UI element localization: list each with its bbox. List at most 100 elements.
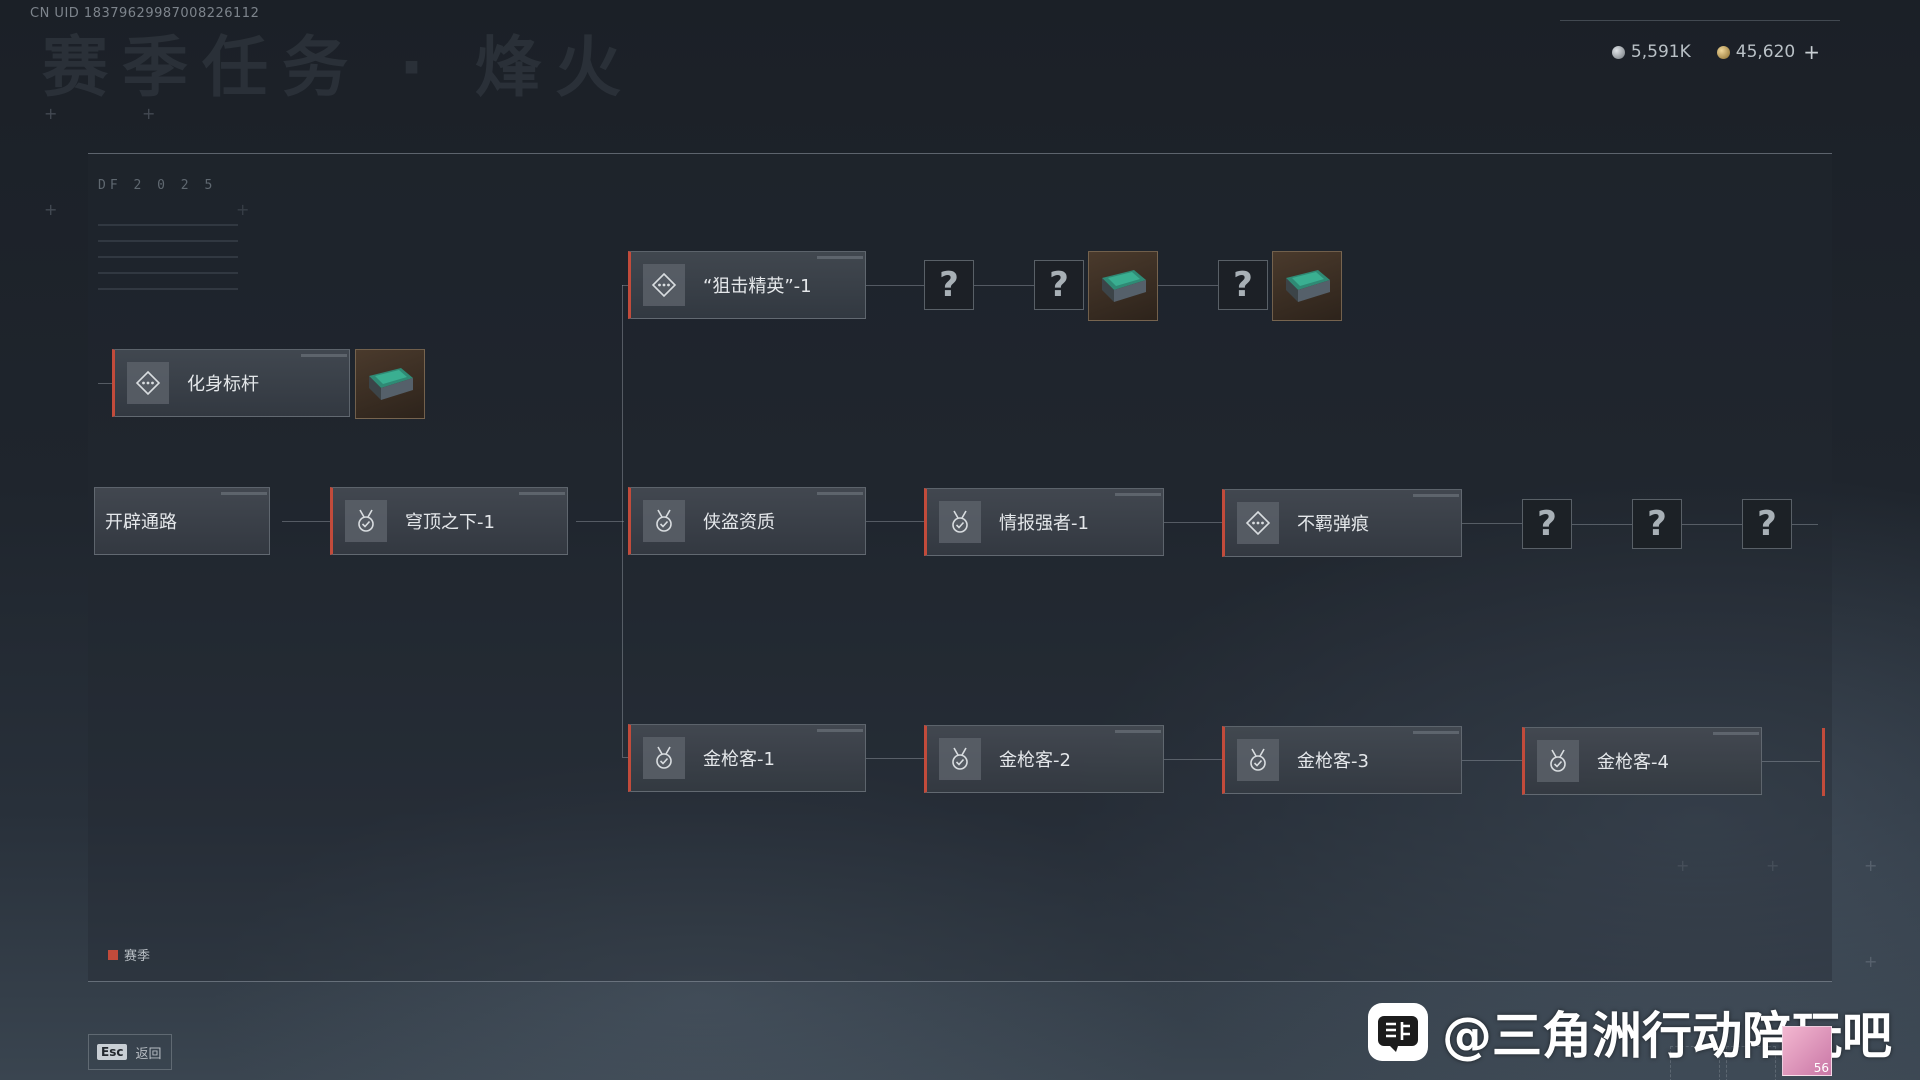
plus-decor-3: + <box>44 200 58 219</box>
connector <box>974 285 1034 286</box>
quest-label: 情报强者-1 <box>999 513 1089 534</box>
plus-decor-4: + <box>236 200 250 219</box>
plus-decor-6: + <box>1864 952 1878 971</box>
avatar[interactable]: 56 <box>1782 1026 1832 1076</box>
season-swatch <box>108 949 118 960</box>
connector <box>622 285 623 757</box>
connector <box>866 521 924 522</box>
gold-value: 45,620 <box>1735 42 1796 62</box>
back-button[interactable]: Esc 返回 <box>88 1034 172 1070</box>
quest-label: 化身标杆 <box>187 374 259 395</box>
gold-currency: 45,620 + <box>1716 40 1820 64</box>
connector <box>1164 759 1222 760</box>
quest-under-dome-1[interactable]: 穹顶之下-1 <box>330 487 568 555</box>
quest-open-road[interactable]: 开辟通路 <box>94 487 270 555</box>
connector <box>1462 523 1522 524</box>
medal-check-icon <box>1237 739 1279 781</box>
connector <box>576 521 624 522</box>
connector <box>98 383 112 384</box>
plus-decor-1: + <box>44 104 58 123</box>
connector <box>866 285 924 286</box>
node-tab <box>1413 731 1459 734</box>
back-label: 返回 <box>135 1046 162 1062</box>
quest-label: “狙击精英”-1 <box>703 276 812 297</box>
node-tab <box>817 492 863 495</box>
quest-avatar-benchmark[interactable]: 化身标杆 <box>112 349 350 417</box>
connector <box>622 757 628 758</box>
connector <box>1158 285 1218 286</box>
connector <box>1462 760 1522 761</box>
locked-quest[interactable]: ? <box>1522 499 1572 549</box>
quest-golden-gun-4[interactable]: 金枪客-4 <box>1522 727 1762 795</box>
diamond-dots-icon <box>643 264 685 306</box>
quest-label: 金枪客-3 <box>1297 751 1369 772</box>
esc-key-icon: Esc <box>97 1044 128 1060</box>
locked-quest[interactable]: ? <box>1742 499 1792 549</box>
locked-quest[interactable]: ? <box>1218 260 1268 310</box>
reward-slot[interactable] <box>1272 251 1342 321</box>
player-uid: CN UID 18379629987008226112 <box>30 6 260 21</box>
medal-check-icon <box>939 738 981 780</box>
connector <box>1792 524 1818 525</box>
deco-lines <box>98 224 238 304</box>
quest-intel-master-1[interactable]: 情报强者-1 <box>924 488 1164 556</box>
connector <box>1682 524 1742 525</box>
quest-label: 穹顶之下-1 <box>405 512 495 533</box>
legend-season-label: 赛季 <box>124 949 151 964</box>
plus-decor-2: + <box>142 104 156 123</box>
connector <box>866 758 924 759</box>
quest-untamed-marks[interactable]: 不羁弹痕 <box>1222 489 1462 557</box>
quest-label: 开辟通路 <box>105 512 177 533</box>
silver-currency: 5,591K <box>1611 42 1691 62</box>
locked-quest[interactable]: ? <box>924 260 974 310</box>
bottom-slots <box>1670 1046 1776 1080</box>
plus-decor-7: + <box>1676 856 1690 875</box>
node-tab <box>1413 494 1459 497</box>
locked-quest[interactable]: ? <box>1632 499 1682 549</box>
connector <box>282 521 330 522</box>
deco-code: DF 2 0 2 5 <box>98 178 217 193</box>
medal-check-icon <box>643 737 685 779</box>
legend: 赛季 <box>108 945 150 964</box>
supply-case-icon <box>1102 270 1146 302</box>
tieba-logo-icon <box>1368 1003 1428 1061</box>
reward-avatar-benchmark[interactable] <box>355 349 425 419</box>
connector <box>1572 524 1632 525</box>
node-tab <box>519 492 565 495</box>
reward-slot[interactable] <box>1088 251 1158 321</box>
node-tab <box>221 492 267 495</box>
quest-golden-gun-2[interactable]: 金枪客-2 <box>924 725 1164 793</box>
medal-check-icon <box>643 500 685 542</box>
supply-case-icon <box>369 368 413 400</box>
currency-bar: 5,591K 45,620 + <box>1611 40 1820 64</box>
quest-label: 金枪客-4 <box>1597 752 1669 773</box>
node-tab <box>1115 493 1161 496</box>
quest-golden-gun-1[interactable]: 金枪客-1 <box>628 724 866 792</box>
medal-check-icon <box>939 501 981 543</box>
quest-thief-qualification[interactable]: 侠盗资质 <box>628 487 866 555</box>
quest-label: 侠盗资质 <box>703 512 775 533</box>
node-tab <box>1115 730 1161 733</box>
connector <box>622 285 628 286</box>
medal-check-icon <box>345 500 387 542</box>
quest-label: 金枪客-2 <box>999 750 1071 771</box>
avatar-count: 56 <box>1813 1061 1829 1075</box>
top-rule <box>1560 20 1840 21</box>
node-tab <box>817 729 863 732</box>
gold-coin-icon <box>1716 45 1730 59</box>
plus-decor-8: + <box>1766 856 1780 875</box>
connector <box>1762 761 1820 762</box>
quest-sniper-elite-1[interactable]: “狙击精英”-1 <box>628 251 866 319</box>
node-tab <box>1713 732 1759 735</box>
quest-label: 金枪客-1 <box>703 749 775 770</box>
medal-check-icon <box>1537 740 1579 782</box>
quest-golden-gun-3[interactable]: 金枪客-3 <box>1222 726 1462 794</box>
diamond-dots-icon <box>1237 502 1279 544</box>
silver-coin-icon <box>1611 45 1625 59</box>
quest-label: 不羁弹痕 <box>1297 514 1369 535</box>
locked-quest[interactable]: ? <box>1034 260 1084 310</box>
connector <box>1164 522 1222 523</box>
add-currency-button[interactable]: + <box>1803 40 1820 64</box>
supply-case-icon <box>1286 270 1330 302</box>
